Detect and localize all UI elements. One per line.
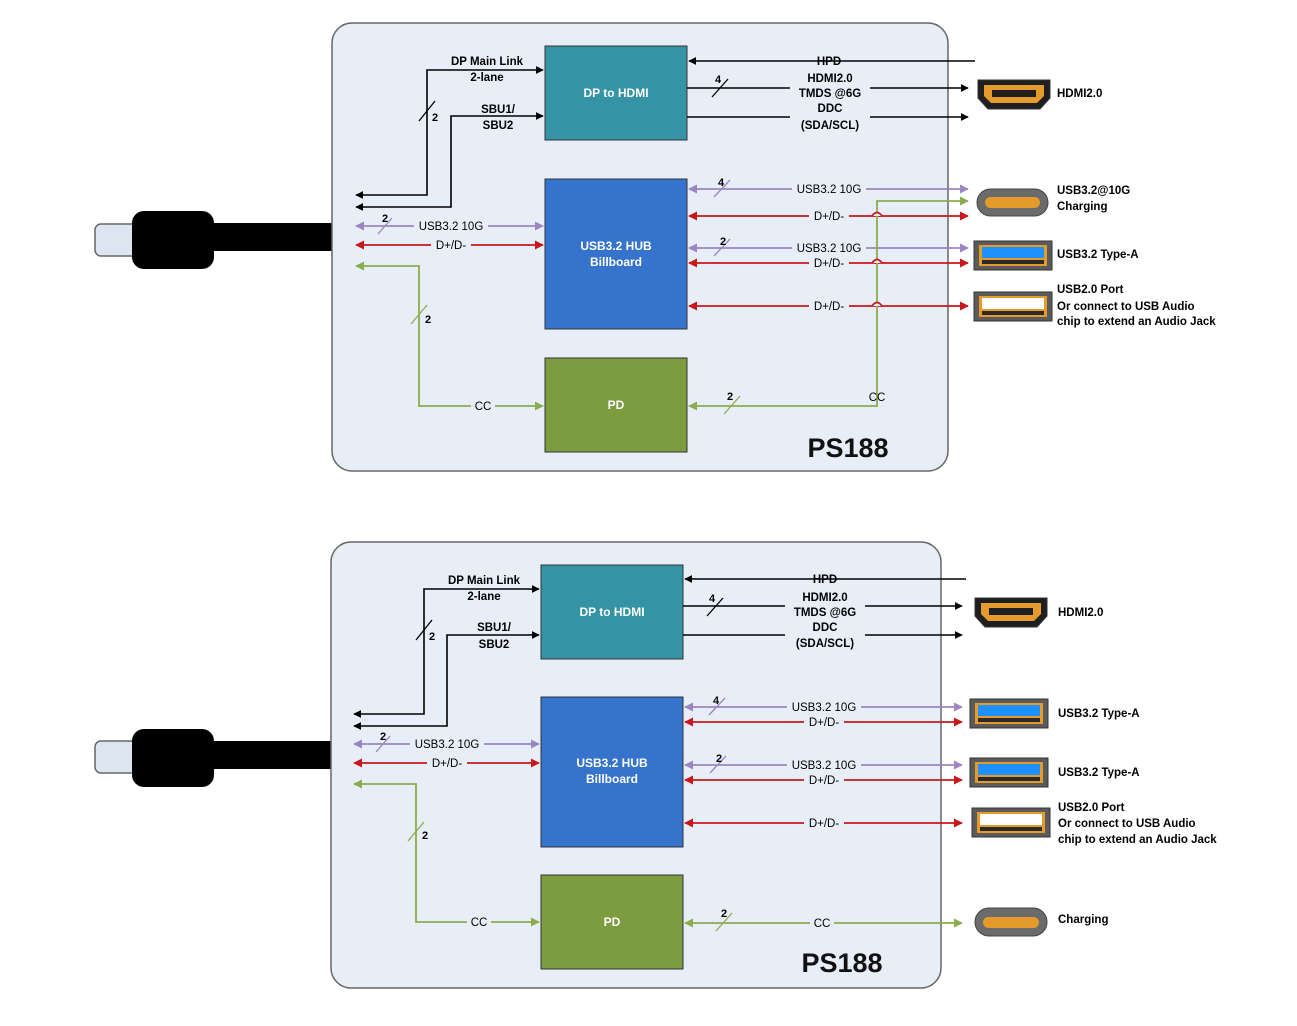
hdmi-port-icon [977, 79, 1051, 110]
usb-c-plug-icon [94, 729, 332, 787]
port-1-label: USB3.2@10G [1057, 185, 1130, 197]
usb-out-1-label: USB3.2 10G [797, 184, 862, 196]
dp-main-link-lanes: 2-lane [467, 591, 500, 603]
usb-c-plug-icon [94, 211, 334, 269]
port-2-label: USB3.2 Type-A [1057, 249, 1139, 261]
dd-in-label: D+/D- [432, 758, 463, 770]
diagram-1: DP to HDMI USB3.2 HUB Billboard PD 2 DP … [94, 22, 1216, 472]
port-3-label: USB2.0 Port [1057, 284, 1124, 296]
dp-lane-count: 2 [429, 631, 435, 643]
pd-block [544, 357, 688, 453]
usb-hub-block [540, 696, 684, 848]
usb-a-port-icon [969, 698, 1049, 729]
dp-lane-count: 2 [432, 112, 438, 124]
tmds-label: TMDS @6G [799, 88, 861, 100]
chip-name: PS188 [801, 948, 882, 978]
dp-to-hdmi-label: DP to HDMI [583, 86, 648, 100]
cc-in-lane-count: 2 [422, 830, 428, 842]
hdmi-signal-label: HDMI2.0 [802, 592, 847, 604]
billboard-label: Billboard [586, 772, 638, 786]
cc-out-lane-count: 2 [721, 908, 727, 920]
tmds-lane-count: 4 [715, 74, 722, 86]
port-1-sub-label: Charging [1057, 201, 1107, 213]
usb-in-lane-count: 2 [380, 731, 386, 743]
billboard-label: Billboard [590, 255, 642, 269]
hdmi-signal-label: HDMI2.0 [807, 73, 852, 85]
dd-out-1-label: D+/D- [809, 717, 840, 729]
usb-out-1-lane-count: 4 [718, 177, 725, 189]
dp-main-link-label: DP Main Link [448, 575, 521, 587]
usb-hub-label: USB3.2 HUB [576, 756, 648, 770]
cc-out-label: CC [869, 392, 886, 404]
dd-out-3-label: D+/D- [809, 818, 840, 830]
hdmi-port-label: HDMI2.0 [1057, 88, 1102, 100]
usb-hub-label: USB3.2 HUB [580, 239, 652, 253]
sbu-label-2: SBU2 [483, 120, 514, 132]
usb-out-2-label: USB3.2 10G [797, 243, 862, 255]
usb-a-port-icon [973, 240, 1053, 271]
cc-in-label: CC [475, 401, 492, 413]
dp-main-link-lanes: 2-lane [470, 72, 503, 84]
usb-a-port-icon [971, 807, 1051, 838]
usb-in-label: USB3.2 10G [419, 221, 484, 233]
cc-out-lane-count: 2 [727, 391, 733, 403]
dd-out-3-label: D+/D- [814, 301, 845, 313]
port-3-desc-1: Or connect to USB Audio [1058, 818, 1196, 830]
hpd-label: HPD [817, 56, 841, 68]
cc-out-label: CC [814, 918, 831, 930]
usb-in-label: USB3.2 10G [415, 739, 480, 751]
ddc-label: DDC [818, 103, 843, 115]
dp-to-hdmi-block [540, 564, 684, 660]
dp-main-link-label: DP Main Link [451, 56, 524, 68]
sbu-line [355, 112, 544, 211]
hdmi-port-icon [974, 597, 1048, 628]
usb-out-1-label: USB3.2 10G [792, 702, 857, 714]
cc-in-label: CC [471, 917, 488, 929]
diagram-2: DP to HDMI USB3.2 HUB Billboard PD 2 DP … [94, 541, 1217, 989]
usb-c-port-icon [974, 907, 1048, 937]
usb-out-2-lane-count: 2 [716, 753, 722, 765]
sbu-label-2: SBU2 [479, 639, 510, 651]
usb-out-2-lane-count: 2 [720, 236, 726, 248]
sda-scl-label: (SDA/SCL) [801, 120, 859, 132]
pd-label: PD [608, 398, 625, 412]
sbu-label-1: SBU1/ [481, 104, 516, 116]
charging-port-label: Charging [1058, 914, 1108, 926]
hdmi-port-label: HDMI2.0 [1058, 607, 1103, 619]
dd-in-label: D+/D- [436, 240, 467, 252]
pd-label: PD [604, 915, 621, 929]
hpd-label: HPD [813, 574, 837, 586]
dd-out-1-label: D+/D- [814, 211, 845, 223]
sda-scl-label: (SDA/SCL) [796, 638, 854, 650]
port-3-desc-1: Or connect to USB Audio [1057, 301, 1195, 313]
usb-out-2-label: USB3.2 10G [792, 760, 857, 772]
usb-in-lane-count: 2 [382, 213, 388, 225]
dd-out-2-label: D+/D- [814, 258, 845, 270]
dd-out-2-label: D+/D- [809, 775, 840, 787]
usb-a-port-icon [973, 291, 1053, 322]
port-2-label: USB3.2 Type-A [1058, 767, 1140, 779]
usb-c-port-icon [976, 188, 1049, 217]
usb-a-port-icon [969, 757, 1049, 788]
port-3-desc-2: chip to extend an Audio Jack [1057, 316, 1216, 328]
port-3-desc-2: chip to extend an Audio Jack [1058, 834, 1217, 846]
tmds-label: TMDS @6G [794, 607, 856, 619]
port-1-label: USB3.2 Type-A [1058, 708, 1140, 720]
dp-to-hdmi-label: DP to HDMI [579, 605, 644, 619]
sbu-label-1: SBU1/ [477, 622, 512, 634]
port-3-label: USB2.0 Port [1058, 802, 1125, 814]
tmds-lane-count: 4 [709, 593, 716, 605]
cc-in-lane-count: 2 [425, 314, 431, 326]
usb-out-1-lane-count: 4 [713, 695, 720, 707]
dp-to-hdmi-block [544, 45, 688, 141]
usb-hub-block [544, 178, 688, 330]
pd-block [540, 874, 684, 970]
chip-name: PS188 [807, 433, 888, 463]
ddc-label: DDC [813, 622, 838, 634]
sbu-line [353, 631, 540, 730]
